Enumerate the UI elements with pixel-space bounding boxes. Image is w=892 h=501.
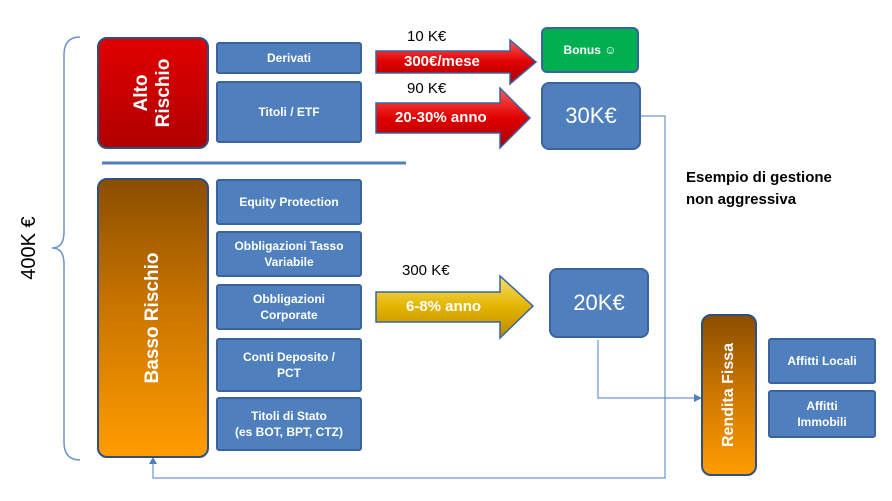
high-risk-box: Alto Rischio <box>97 37 209 149</box>
fixed-income-title: Rendita Fissa <box>719 342 737 448</box>
total-label: 400K € <box>18 216 40 280</box>
item-conti-deposito-pct: Conti Deposito /PCT <box>216 338 362 392</box>
bonus-box: Bonus ☺ <box>541 27 639 73</box>
item-equity-protection: Equity Protection <box>216 179 362 225</box>
arrow-titoli-amount: 90 K€ <box>407 80 447 97</box>
low-risk-box: Basso Rischio <box>97 178 209 458</box>
note-text: Esempio di gestione non aggressiva <box>686 169 832 208</box>
item-titoli-di-stato: Titoli di Stato(es BOT, BPT, CTZ) <box>216 397 362 451</box>
arrow-basso <box>375 274 535 340</box>
loop-connector <box>152 115 666 479</box>
arrow-titoli <box>375 86 532 150</box>
item-titoli-etf: Titoli / ETF <box>216 81 362 143</box>
output-20k-box: 20K€ <box>549 268 649 338</box>
arrow-derivati <box>375 38 538 86</box>
high-risk-title-line2: Rischio <box>153 58 174 128</box>
arrow-basso-rate: 6-8% anno <box>406 298 482 315</box>
item-derivati: Derivati <box>216 42 362 74</box>
arrow-derivati-rate: 300€/mese <box>404 53 480 70</box>
arrow-basso-amount: 300 K€ <box>402 262 450 279</box>
low-risk-title: Basso Rischio <box>142 252 164 384</box>
arrow-derivati-amount: 10 K€ <box>407 28 447 45</box>
output-30k-box: 30K€ <box>541 82 641 150</box>
arrow-titoli-rate: 20-30% anno <box>395 109 487 126</box>
fixed-connector <box>597 340 696 399</box>
item-affitti-locali: Affitti Locali <box>768 338 876 384</box>
total-brace <box>51 36 81 461</box>
fixed-income-box: Rendita Fissa <box>701 314 757 476</box>
high-risk-title-line1: Alto <box>131 74 153 112</box>
